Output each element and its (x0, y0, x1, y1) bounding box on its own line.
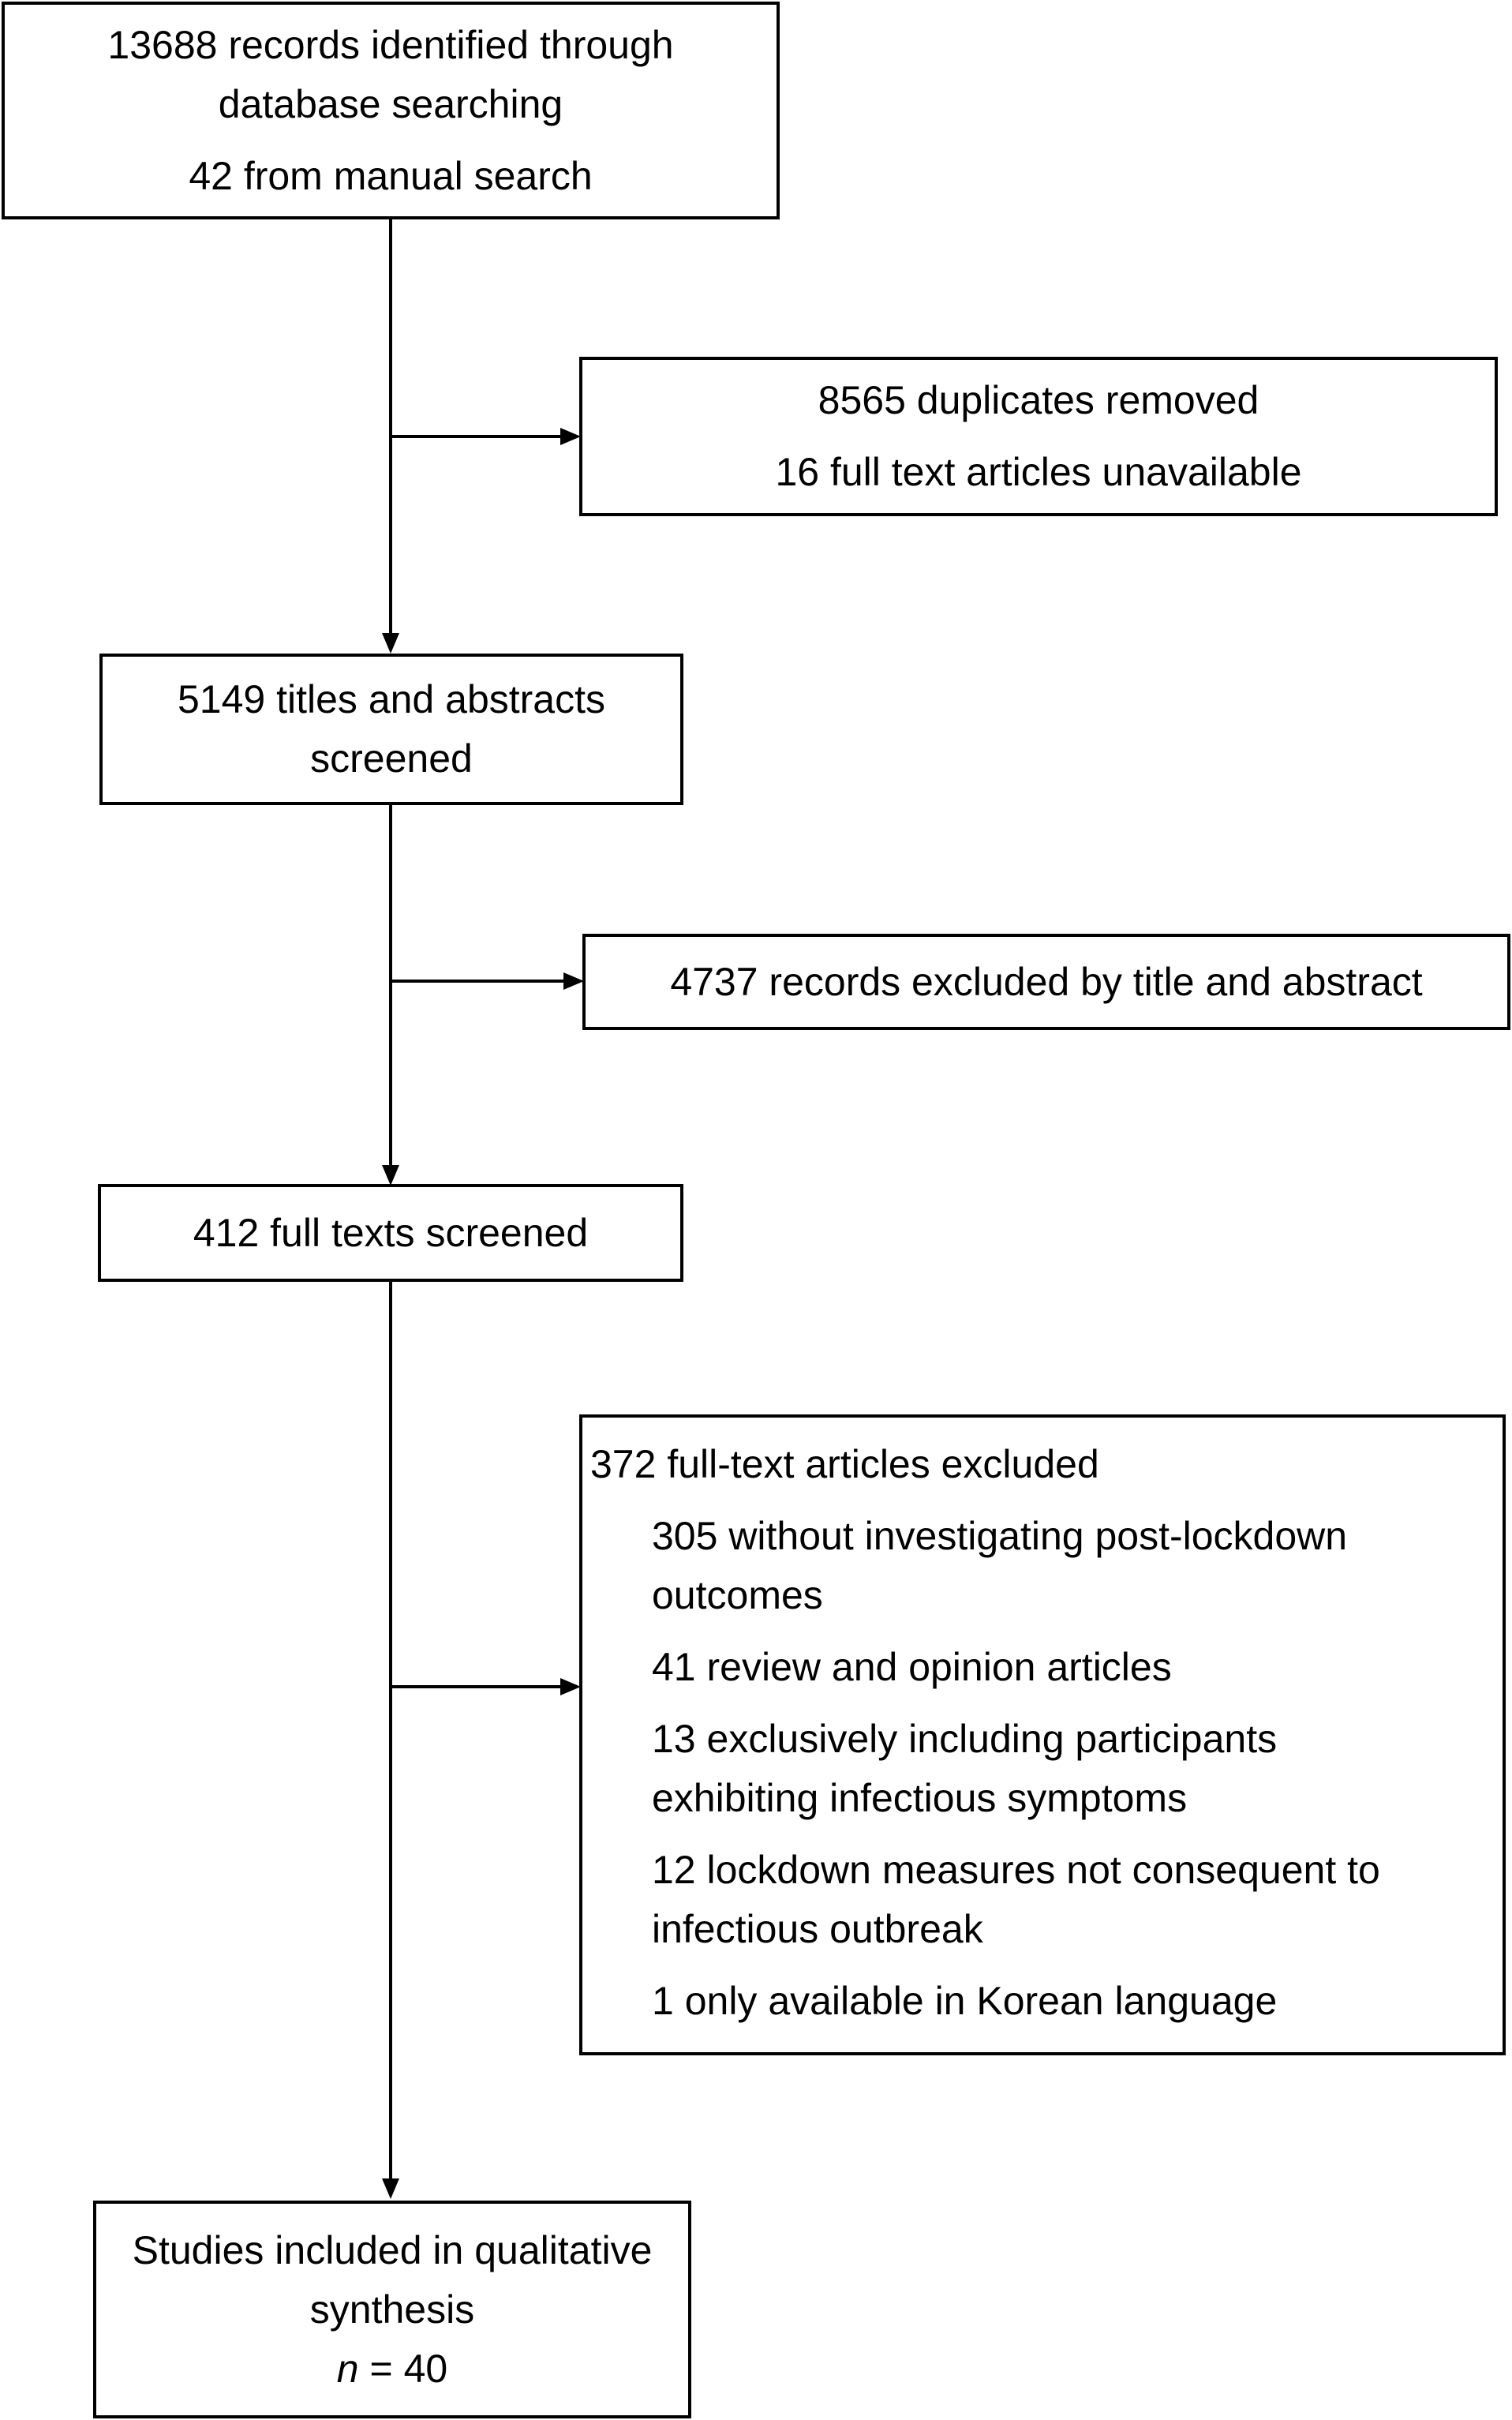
duplicates-removed-box: 8565 duplicates removed 16 full text art… (579, 357, 1498, 516)
exclusion-reason-text: 1 only available in Korean language (652, 1979, 1278, 2023)
exclusion-reason-item: 13 exclusively including participants ex… (652, 1710, 1503, 1828)
excluded-by-title-box: 4737 records excluded by title and abstr… (582, 934, 1510, 1030)
n-value: = 40 (369, 2346, 448, 2391)
full-texts-screened-line: 412 full texts screened (193, 1210, 589, 1255)
full-text-excluded-box: 372 full-text articles excluded 305 with… (579, 1414, 1506, 2055)
arrowhead-full-text-excluded (560, 1678, 581, 1695)
n-symbol: n (336, 2346, 359, 2391)
exclusion-reason-item: 1 only available in Korean language (652, 1972, 1503, 2031)
arrowhead-full-texts (382, 1165, 399, 1186)
studies-included-count: n = 40 (337, 2339, 447, 2399)
full-text-unavailable-line: 16 full text articles unavailable (775, 450, 1302, 494)
manual-search-line: 42 from manual search (189, 153, 593, 198)
exclusion-reasons-list: 305 without investigating post-lockdown … (590, 1507, 1503, 2031)
excluded-by-title-line: 4737 records excluded by title and abstr… (670, 959, 1423, 1004)
exclusion-reason-text: 12 lockdown measures not consequent to (652, 1848, 1380, 1892)
studies-included-box: Studies included in qualitative synthesi… (93, 2201, 691, 2418)
titles-abstracts-line2: screened (310, 736, 473, 781)
records-identified-box: 13688 records identified through databas… (2, 2, 780, 219)
studies-included-line1: Studies included in qualitative (132, 2227, 653, 2272)
exclusion-reason-item: 305 without investigating post-lockdown … (652, 1507, 1503, 1625)
duplicates-removed-line: 8565 duplicates removed (818, 378, 1259, 422)
arrowhead-screened (382, 633, 399, 654)
records-identified-line1: 13688 records identified through (107, 22, 674, 67)
exclusion-reason-text: exhibiting infectious symptoms (652, 1776, 1188, 1820)
exclusion-reason-text: 305 without investigating post-lockdown (652, 1514, 1348, 1558)
arrowhead-included (382, 2178, 399, 2199)
arrowhead-excluded-title (563, 972, 584, 990)
records-identified-line2: database searching (218, 81, 563, 126)
titles-abstracts-line1: 5149 titles and abstracts (178, 677, 605, 721)
arrowhead-removed (560, 428, 581, 445)
titles-abstracts-screened-box: 5149 titles and abstracts screened (99, 654, 683, 805)
exclusion-reason-text: infectious outbreak (652, 1907, 983, 1951)
full-text-excluded-title: 372 full-text articles excluded (590, 1442, 1099, 1486)
full-texts-screened-box: 412 full texts screened (98, 1184, 683, 1282)
exclusion-reason-item: 12 lockdown measures not consequent to i… (652, 1841, 1503, 1959)
exclusion-reason-text: outcomes (652, 1573, 823, 1617)
exclusion-reason-text: 41 review and opinion articles (652, 1645, 1172, 1689)
studies-included-line2: synthesis (309, 2287, 475, 2332)
exclusion-reason-text: 13 exclusively including participants (652, 1717, 1278, 1761)
exclusion-reason-item: 41 review and opinion articles (652, 1638, 1503, 1697)
